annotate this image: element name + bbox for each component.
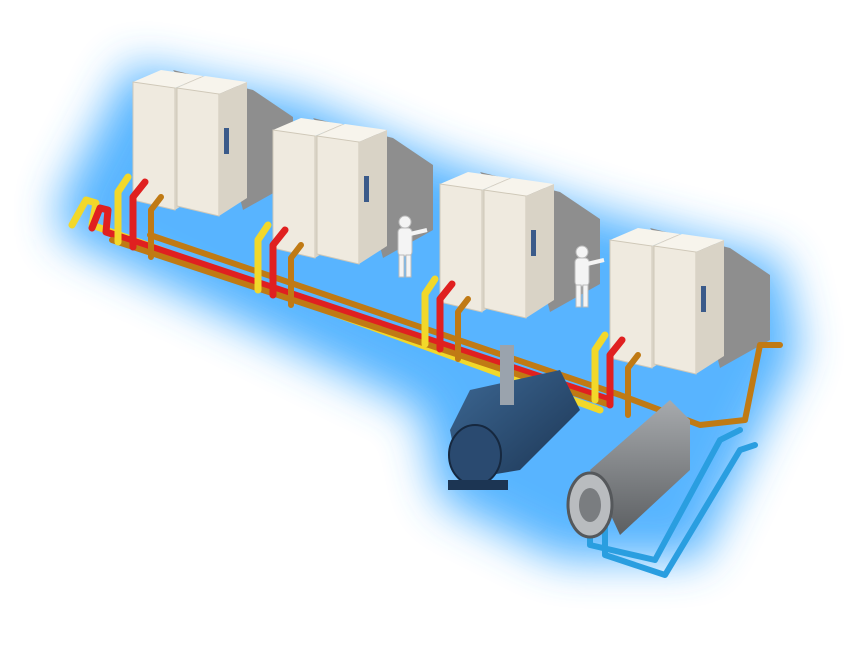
pipe-icon xyxy=(602,442,758,578)
technician-leg xyxy=(405,254,412,278)
server-cabinet-icon xyxy=(316,135,360,265)
technician-head xyxy=(575,245,589,259)
technician-icon xyxy=(397,215,428,278)
server-cabinet-group xyxy=(609,228,770,375)
technician-arm xyxy=(586,258,605,266)
technician-body xyxy=(397,227,413,257)
pipe-icon xyxy=(436,280,456,353)
cabinet-control-panel xyxy=(531,230,536,256)
pipe-icon xyxy=(148,194,164,260)
cabinet-control-panel xyxy=(701,286,706,312)
heat-exchanger-icon xyxy=(566,400,690,539)
server-cabinet-icon xyxy=(176,87,220,217)
pump-icon xyxy=(448,345,580,490)
pipe-icon xyxy=(269,226,289,299)
machinery xyxy=(448,345,690,539)
pipe-icon xyxy=(114,173,132,246)
technician-body xyxy=(574,257,590,287)
pipe-icon xyxy=(591,331,609,404)
pipe-icon xyxy=(147,232,783,428)
pump-inlet xyxy=(500,345,514,405)
cabinet-side xyxy=(359,130,387,264)
pipe-icon xyxy=(288,242,304,308)
server-cabinet-group xyxy=(132,70,293,217)
pump-base xyxy=(448,480,508,490)
server-cabinet-icon xyxy=(653,245,697,375)
cabinet-side xyxy=(526,184,554,318)
technician-leg xyxy=(398,254,405,278)
pipe-icon xyxy=(254,221,272,294)
technician-icon xyxy=(574,245,605,308)
pipe-icon xyxy=(606,336,626,409)
technician-head xyxy=(398,215,412,229)
pipe-icon xyxy=(421,275,439,348)
server-cabinet-group xyxy=(439,172,600,319)
pipe-icon xyxy=(129,178,149,251)
cabinet-side xyxy=(696,240,724,374)
heat-exchanger-cap xyxy=(579,488,601,522)
pipe-icon xyxy=(625,352,641,418)
technician-arm xyxy=(409,228,428,236)
cabinet-control-panel xyxy=(224,128,229,154)
technician-leg xyxy=(575,284,582,308)
server-cabinets xyxy=(132,70,770,375)
cabinet-control-panel xyxy=(364,176,369,202)
pump-flange xyxy=(448,424,502,486)
server-cabinet-icon xyxy=(483,189,527,319)
pipe-icon xyxy=(455,296,471,362)
cabinet-side xyxy=(219,82,247,216)
technicians xyxy=(397,215,605,308)
heat-exchanger-shell xyxy=(590,400,690,535)
technician-leg xyxy=(582,284,589,308)
